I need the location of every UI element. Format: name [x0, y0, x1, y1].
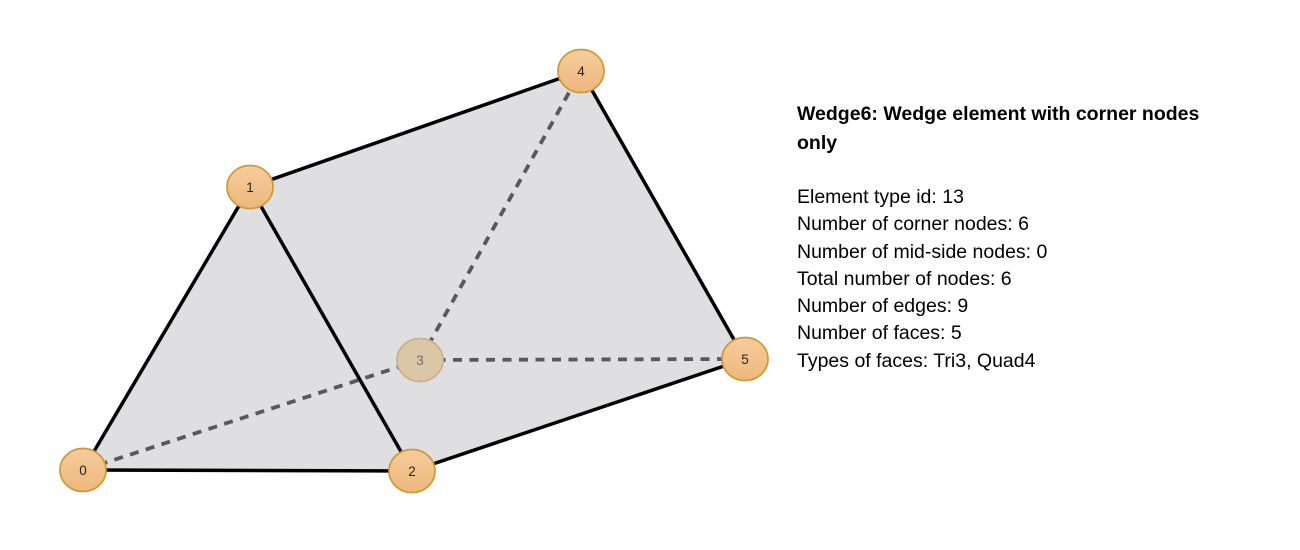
edge-2-5: [410, 357, 747, 473]
node-label-3: 3: [416, 353, 424, 368]
hidden-node-circle-3: [396, 337, 444, 383]
element-faces: [83, 71, 745, 471]
corner-nodes: 0 1 2 3 4 5: [59, 48, 769, 494]
info-panel: Wedge6: Wedge element with corner nodes …: [797, 100, 1221, 375]
visible-edges: [81, 69, 747, 473]
node-5: 5: [721, 336, 769, 382]
node-4: 4: [557, 48, 605, 94]
element-properties-list: Element type id: 13 Number of corner node…: [797, 184, 1221, 375]
node-2: 2: [388, 448, 436, 494]
node-circle-4: [557, 48, 605, 94]
node-circle-5: [721, 336, 769, 382]
element-property-line: Element type id: 13: [797, 186, 964, 208]
hidden-edges: [82, 70, 746, 472]
node-3: 3: [396, 337, 444, 383]
node-1: 1: [226, 164, 274, 210]
node-0: 0: [59, 447, 107, 493]
node-label-2: 2: [408, 464, 416, 479]
node-label-4: 4: [577, 64, 585, 79]
element-property-line: Number of faces: 5: [797, 322, 962, 345]
element-property-line: Number of corner nodes: 6: [797, 213, 1029, 236]
node-circle-2: [388, 448, 436, 494]
edge-0-1: [81, 185, 252, 472]
wedge-face-fill: [83, 71, 745, 471]
hidden-edge-3-5: [419, 357, 746, 362]
node-label-0: 0: [79, 463, 87, 478]
element-property-line: Total number of nodes: 6: [797, 267, 1012, 290]
element-property-line: Types of faces: Tri3, Quad4: [797, 349, 1036, 372]
node-label-5: 5: [741, 352, 749, 367]
node-circle-1: [226, 164, 274, 210]
edge-1-2: [248, 185, 414, 473]
element-property-line: Number of edges: 9: [797, 295, 969, 318]
hidden-edge-3-4: [418, 70, 583, 361]
edge-1-4: [248, 69, 583, 189]
element-title: Wedge6: Wedge element with corner nodes …: [797, 103, 1200, 154]
node-circle-0: [59, 447, 107, 493]
edge-0-2: [81, 468, 414, 473]
node-label-1: 1: [246, 180, 254, 195]
element-property-line: Number of mid-side nodes: 0: [797, 240, 1048, 263]
edge-4-5: [579, 69, 747, 361]
